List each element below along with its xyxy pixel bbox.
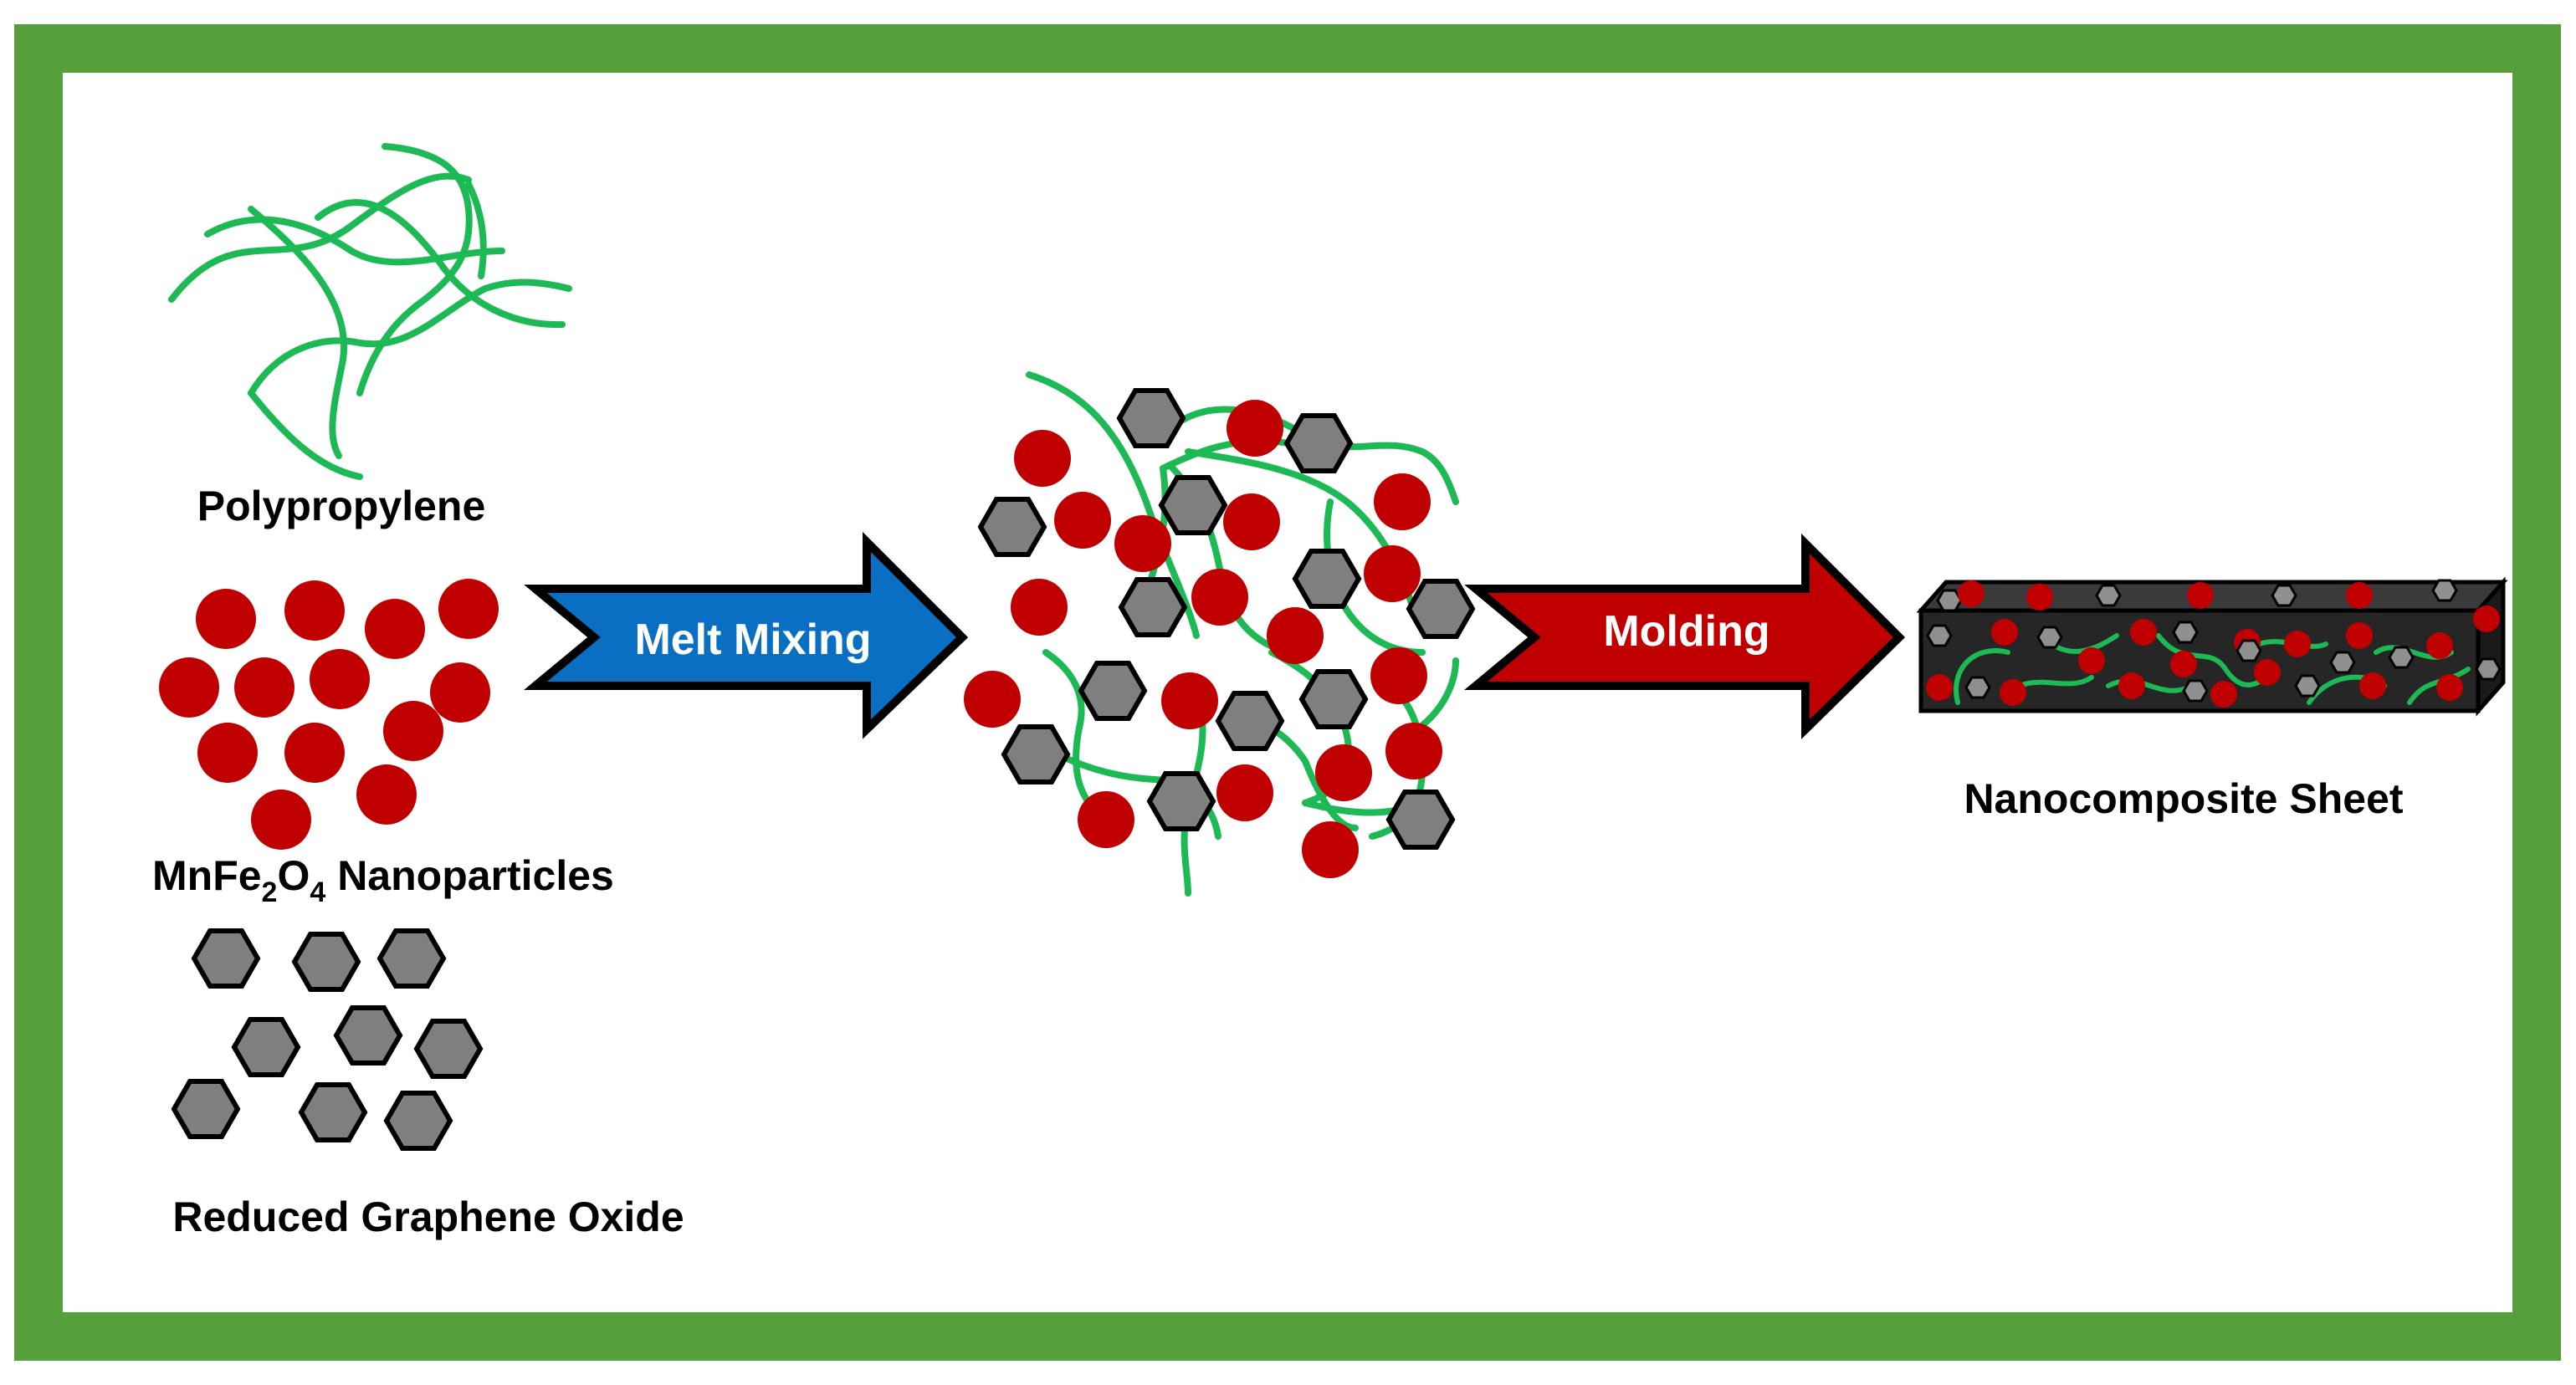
- melt-mixing-label: Melt Mixing: [634, 616, 871, 664]
- mixed-composite: [964, 371, 1472, 897]
- mnfe2o4-label: MnFe2O4 Nanoparticles: [152, 852, 614, 908]
- mixed-particles: [964, 400, 1442, 878]
- sheet-contents: [1926, 619, 2471, 708]
- molding-arrow: Molding: [1464, 533, 1906, 739]
- polypropylene-label: Polypropylene: [197, 483, 486, 529]
- nanocomposite-sheet: [1916, 576, 2508, 717]
- melt-mixing-arrow: Melt Mixing: [524, 531, 969, 739]
- rgo-label: Reduced Graphene Oxide: [172, 1193, 684, 1240]
- molding-label: Molding: [1603, 607, 1769, 656]
- polypropylene-network: [168, 143, 572, 480]
- mnfe2o4-nanoparticles: [159, 579, 499, 850]
- nanocomposite-label: Nanocomposite Sheet: [1964, 775, 2403, 822]
